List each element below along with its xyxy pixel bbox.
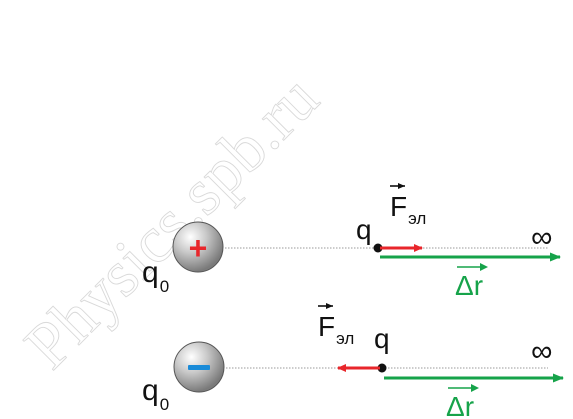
test-charge-dot (377, 363, 387, 373)
test-charge-label: q (374, 323, 390, 354)
svg-text:Δr: Δr (455, 270, 483, 301)
svg-text:Fэл: Fэл (390, 191, 426, 228)
force-label: Fэл (390, 183, 426, 228)
watermark-text: Physics.spb.ru (11, 61, 332, 382)
test-charge-label: q (356, 214, 372, 245)
plus-sign: + (189, 230, 208, 266)
svg-text:Fэл: Fэл (318, 311, 354, 348)
scenario-negative: q0 q Fэл Δr ∞ (142, 303, 564, 419)
infinity-symbol: ∞ (531, 335, 552, 368)
source-charge-positive: + (172, 221, 224, 273)
svg-text:Δr: Δr (446, 391, 474, 419)
scenario-positive: + q0 q Fэл Δr ∞ (142, 183, 561, 301)
displacement-label: Δr (455, 263, 488, 301)
force-label: Fэл (318, 303, 354, 348)
test-charge-dot (373, 243, 383, 253)
source-charge-label: q0 (142, 256, 169, 296)
source-charge-label: q0 (142, 374, 169, 414)
infinity-symbol: ∞ (531, 221, 552, 254)
displacement-label: Δr (446, 384, 479, 419)
source-charge-negative (173, 341, 225, 393)
minus-sign (188, 365, 210, 370)
